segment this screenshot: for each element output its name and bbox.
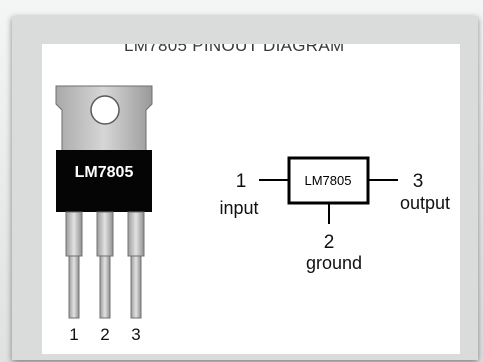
input-pin-name: input xyxy=(219,198,258,218)
chip-label: LM7805 xyxy=(305,173,352,188)
to220-package: LM7805 1 2 3 xyxy=(55,85,153,344)
mounting-hole xyxy=(90,95,120,125)
diagram-title: LM7805 PINOUT DIAGRAM xyxy=(124,44,345,55)
output-pin-number: 3 xyxy=(413,171,424,192)
schematic-symbol: LM7805 1 input 3 output 2 ground xyxy=(219,156,450,273)
package-pin-3-number: 3 xyxy=(131,325,140,344)
package-pin-1-number: 1 xyxy=(69,325,78,344)
chip-box xyxy=(287,156,370,205)
package-label: LM7805 xyxy=(75,164,134,181)
input-pin-number: 1 xyxy=(236,171,247,192)
ground-pin-number: 2 xyxy=(324,232,335,253)
package-pin-2-number: 2 xyxy=(100,325,109,344)
output-pin-name: output xyxy=(400,193,450,213)
package-legs xyxy=(65,211,145,319)
ground-pin-name: ground xyxy=(306,253,362,273)
package-body xyxy=(56,150,152,212)
